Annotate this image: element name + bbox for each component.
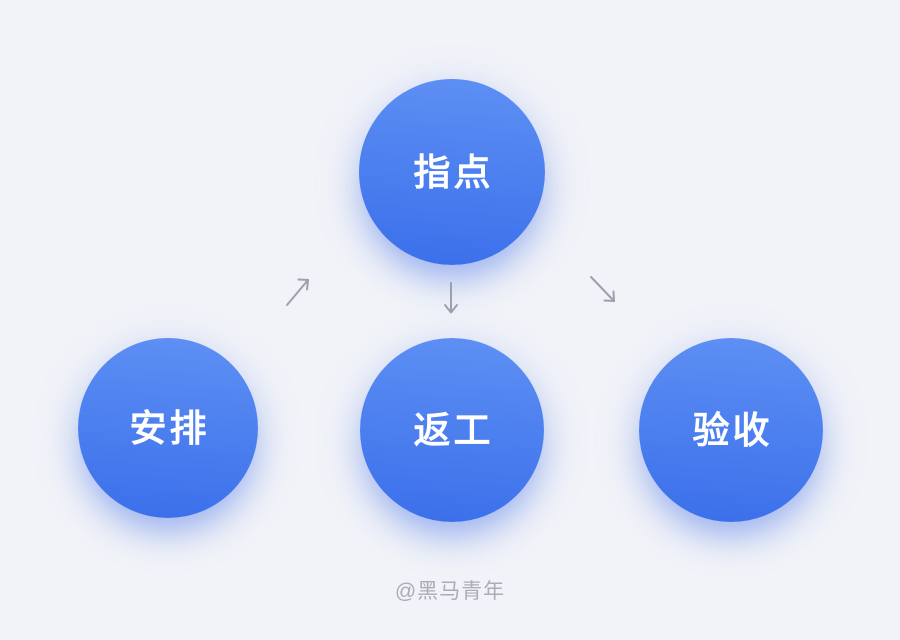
arrow-down-right-icon: [584, 269, 624, 311]
node-bottom-right-circle: 验收: [639, 338, 823, 522]
node-top-label: 指点: [413, 151, 494, 193]
watermark-text: @黑马青年: [394, 580, 506, 603]
node-top-circle: 指点: [359, 79, 545, 265]
node-bottom-left-circle: 安排: [78, 338, 258, 518]
node-bottom-right-label: 验收: [692, 409, 773, 451]
node-bottom-left-label: 安排: [129, 407, 210, 449]
arrow-up-right-icon: [278, 271, 318, 313]
arrow-down-icon: [442, 277, 460, 319]
node-bottom-center-label: 返工: [413, 409, 494, 451]
node-bottom-center-circle: 返工: [360, 338, 544, 522]
